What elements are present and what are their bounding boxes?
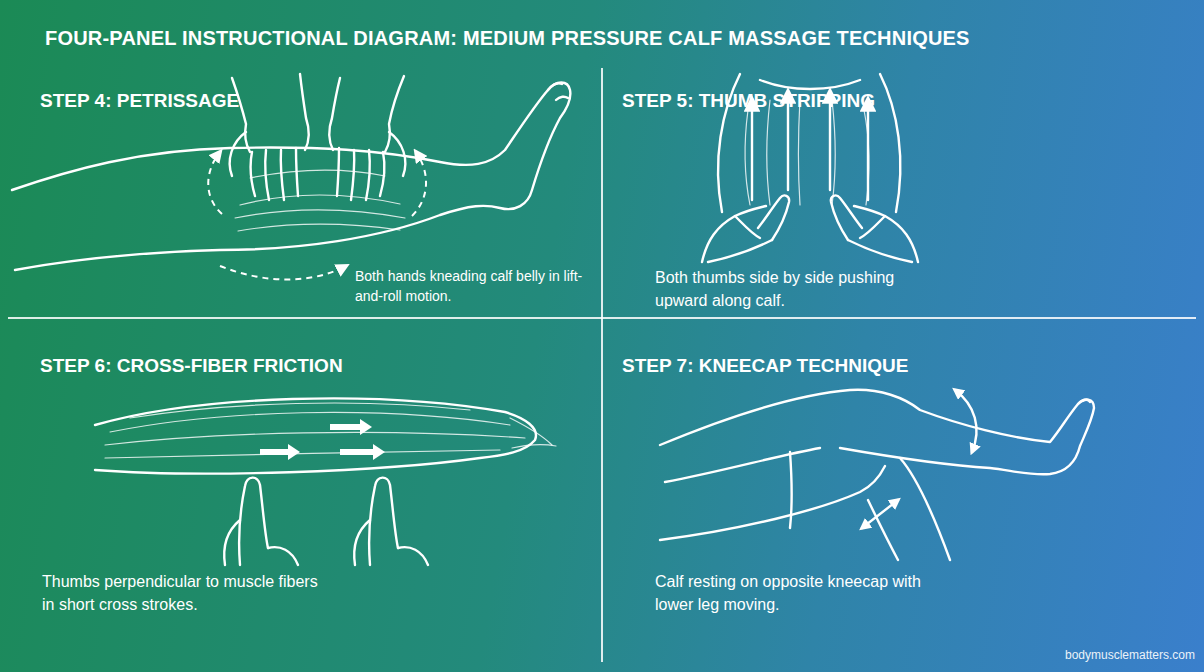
divider: [601, 68, 603, 662]
kneecap-figure: [660, 390, 1094, 560]
watermark-holder: bodymusclematters.com: [1065, 648, 1195, 662]
step-caption-holder: Thumbs perpendicular to muscle fibers in…: [42, 570, 332, 616]
watermark: bodymusclematters.com: [1065, 648, 1195, 662]
step-heading: STEP 4: PETRISSAGE: [40, 90, 239, 112]
cross-fiber-figure: [95, 398, 556, 565]
step-caption-holder: Both thumbs side by side pushing upward …: [655, 266, 905, 312]
diagram-title-holder: FOUR-PANEL INSTRUCTIONAL DIAGRAM: MEDIUM…: [45, 27, 970, 50]
step-heading-holder: STEP 4: PETRISSAGE: [40, 90, 239, 112]
step-heading: STEP 7: KNEECAP TECHNIQUE: [622, 355, 908, 377]
petrissage-figure: [12, 74, 570, 280]
step-heading: STEP 5: THUMB STRIPPING: [622, 90, 875, 112]
instruction-panel: STEP 5: THUMB STRIPPING Both thumbs side …: [602, 68, 1204, 318]
step-caption: Thumbs perpendicular to muscle fibers in…: [42, 570, 332, 616]
step-heading: STEP 6: CROSS-FIBER FRICTION: [40, 355, 343, 377]
step-caption-holder: Both hands kneading calf belly in lift-a…: [355, 266, 597, 307]
step-heading-holder: STEP 6: CROSS-FIBER FRICTION: [40, 355, 343, 377]
instruction-panel: STEP 4: PETRISSAGE Both hands kneading ca…: [0, 68, 602, 318]
instruction-panel: STEP 6: CROSS-FIBER FRICTION Thumbs perpe…: [0, 318, 602, 668]
diagram-title: FOUR-PANEL INSTRUCTIONAL DIAGRAM: MEDIUM…: [45, 27, 970, 50]
instruction-panel: STEP 7: KNEECAP TECHNIQUE Calf resting on…: [602, 318, 1204, 668]
step-heading-holder: STEP 5: THUMB STRIPPING: [622, 90, 875, 112]
step-caption-holder: Calf resting on opposite kneecap with lo…: [655, 570, 945, 616]
step-heading-holder: STEP 7: KNEECAP TECHNIQUE: [622, 355, 908, 377]
step-caption: Calf resting on opposite kneecap with lo…: [655, 570, 945, 616]
step-caption: Both thumbs side by side pushing upward …: [655, 266, 905, 312]
step-caption: Both hands kneading calf belly in lift-a…: [355, 266, 597, 307]
